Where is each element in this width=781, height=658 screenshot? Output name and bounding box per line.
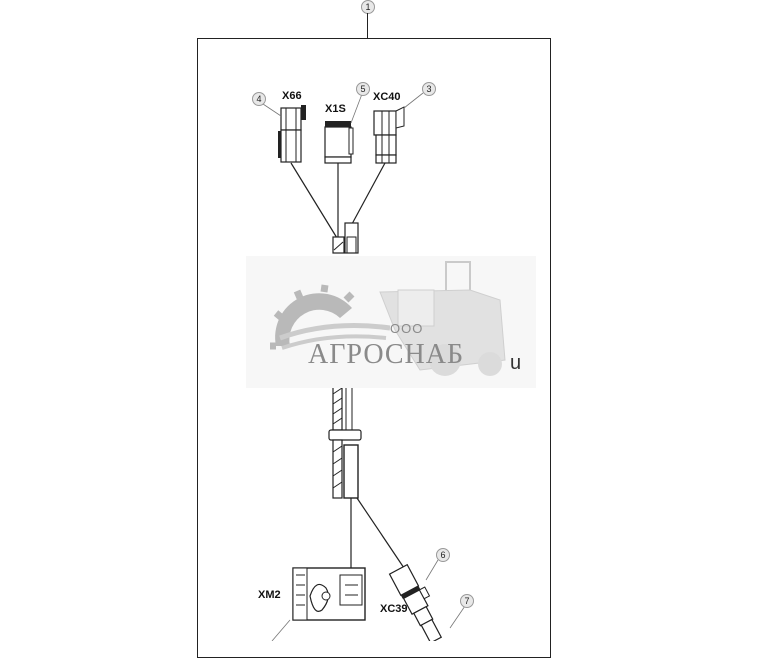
connector-label-xc40: XC40 (373, 91, 401, 103)
connector-label-xc39: XC39 (380, 603, 408, 615)
callout-7: 7 (460, 594, 474, 608)
connector-label-x1s: X1S (325, 103, 346, 115)
callout-3: 3 (422, 82, 436, 96)
connector-x66-shape (278, 105, 306, 163)
connector-xm2-shape (292, 567, 366, 621)
harness-trunk (328, 385, 362, 499)
connector-label-x66: X66 (282, 90, 302, 102)
connector-label-xm2: XM2 (258, 589, 281, 601)
callout-6: 6 (436, 548, 450, 562)
watermark-combine (379, 261, 506, 376)
watermark-name: АГРОСНАБ (308, 339, 465, 370)
connector-x1s-shape (324, 121, 354, 164)
stray-text: u (510, 352, 522, 374)
callout-4: 4 (252, 92, 266, 106)
watermark-gear (270, 284, 391, 350)
connector-xc40-shape (373, 106, 405, 164)
watermark-prefix: ООО (390, 321, 424, 336)
harness-drawing (262, 13, 506, 641)
connector-xc39-shape (388, 563, 443, 641)
callout-5: 5 (356, 82, 370, 96)
